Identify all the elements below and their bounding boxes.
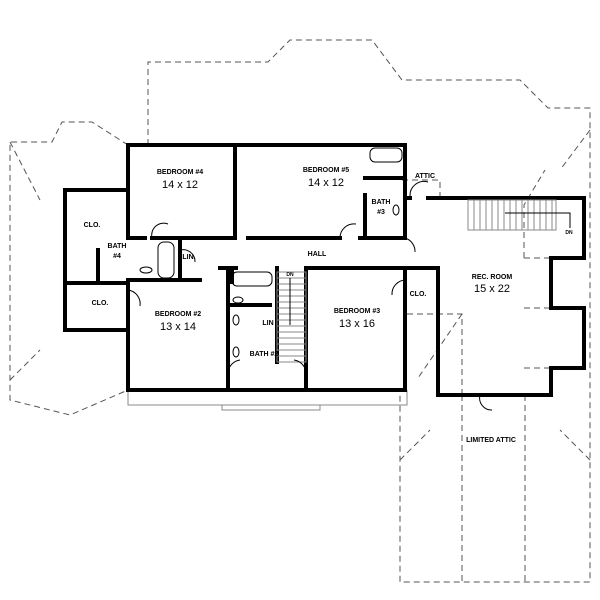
bedroom3-name: BEDROOM #3 bbox=[334, 308, 380, 315]
bedroom4-size: 14 x 12 bbox=[162, 179, 198, 191]
bath3-number: #3 bbox=[377, 209, 385, 216]
attic-label: ATTIC bbox=[415, 173, 435, 180]
bath3-label: BATH bbox=[372, 199, 391, 206]
bedroom3-size: 13 x 16 bbox=[339, 318, 375, 330]
roof-outline bbox=[9, 39, 591, 583]
main-stair-dn: DN bbox=[286, 272, 294, 278]
hall-label: HALL bbox=[308, 251, 327, 258]
bedroom5-name: BEDROOM #5 bbox=[303, 167, 349, 174]
linen-hall-label: LIN. bbox=[182, 254, 195, 261]
room-labels: BEDROOM #4 14 x 12 BEDROOM #5 14 x 12 BA… bbox=[84, 167, 573, 444]
linen-bath2-label: LIN bbox=[262, 320, 273, 327]
closet-upper-left-label: CLO. bbox=[84, 222, 101, 229]
limited-attic-label: LIMITED ATTIC bbox=[466, 437, 516, 444]
bath4-number: #4 bbox=[113, 253, 121, 260]
bedroom2-size: 13 x 14 bbox=[160, 321, 196, 333]
bath2-label: BATH #2 bbox=[250, 351, 279, 358]
bath4-label: BATH bbox=[108, 243, 127, 250]
rec-room-stair bbox=[467, 199, 571, 231]
bedroom5-size: 14 x 12 bbox=[308, 177, 344, 189]
closet-lower-left-label: CLO. bbox=[92, 300, 109, 307]
rec-room-size: 15 x 22 bbox=[474, 283, 510, 295]
fixtures bbox=[139, 147, 403, 358]
closet-right-label: CLO. bbox=[410, 291, 427, 298]
main-stair bbox=[276, 271, 307, 363]
doors bbox=[127, 180, 493, 411]
bedroom4-name: BEDROOM #4 bbox=[157, 169, 203, 176]
bedroom2-name: BEDROOM #2 bbox=[155, 311, 201, 318]
rec-room-name: REC. ROOM bbox=[472, 274, 513, 281]
rec-stair-dn: DN bbox=[565, 230, 573, 236]
